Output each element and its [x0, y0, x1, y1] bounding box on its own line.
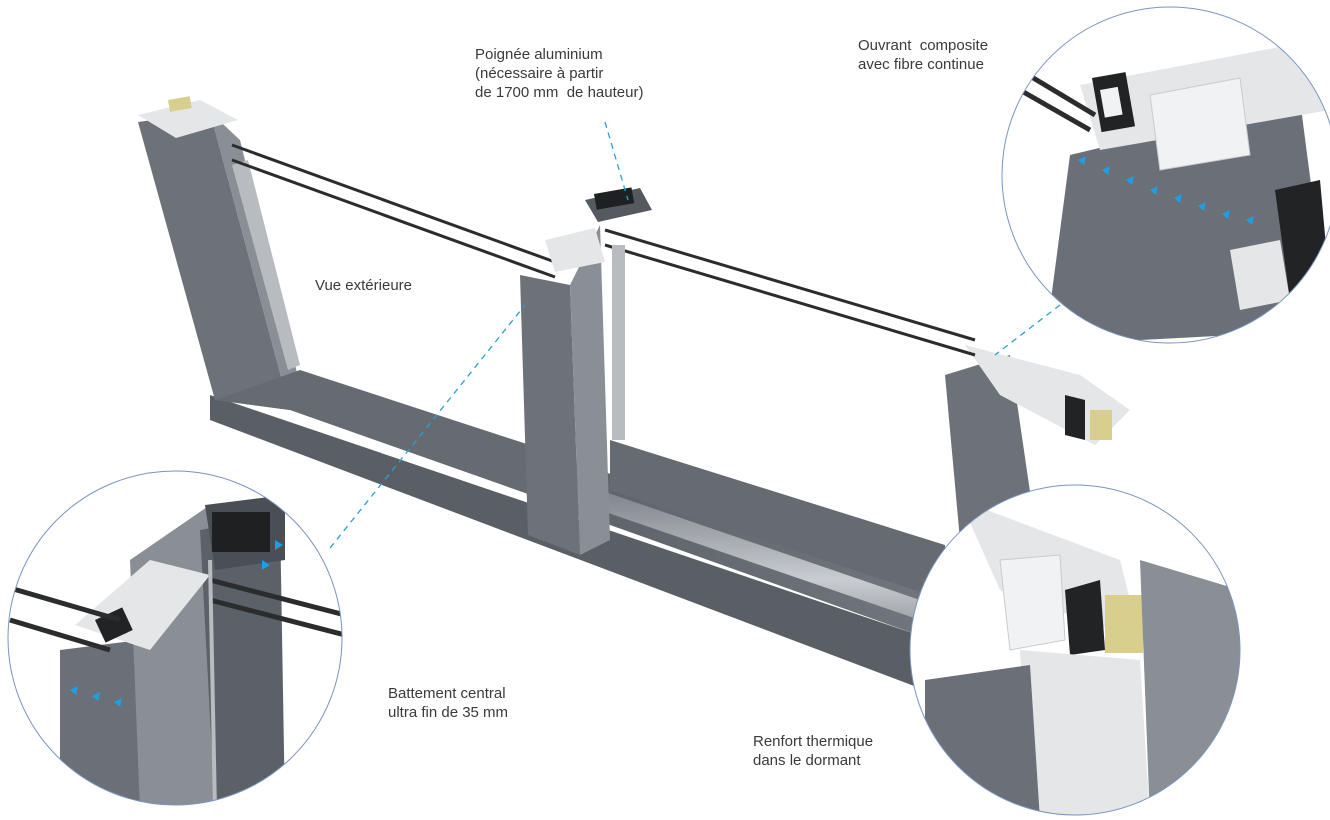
label-exterior: Vue extérieure	[315, 276, 412, 295]
right-gasket	[1065, 395, 1085, 440]
right-sash-pvc	[965, 345, 1130, 445]
left-glass-bead	[232, 160, 300, 370]
label-interlock-line-2: ultra fin de 35 mm	[388, 704, 509, 721]
label-interlock: Battement central ultra fin de 35 mm	[388, 684, 508, 722]
left-insulation	[168, 96, 192, 112]
right-glass-bead	[612, 245, 625, 440]
left-glass-top-edge	[231, 143, 556, 264]
right-glass-top-edge	[604, 228, 976, 342]
detail-circle-sash	[1001, 6, 1330, 344]
label-reinforcement-line-2: dans le dormant	[753, 752, 861, 769]
label-sash-line-1: Ouvrant composite	[858, 37, 989, 54]
right-sash-bottom-rail	[610, 440, 945, 600]
label-handle-line-3: de 1700 mm de hauteur)	[475, 84, 644, 101]
left-sash-top	[138, 100, 238, 138]
label-sash-line-2: avec fibre continue	[858, 56, 984, 73]
label-handle: Poignée aluminium (nécessaire à partir d…	[475, 45, 643, 102]
bottom-sill	[210, 395, 1110, 760]
central-interlock	[520, 275, 580, 555]
left-sash-bottom-rail	[215, 370, 545, 500]
label-reinforcement: Renfort thermique dans le dormant	[753, 732, 873, 770]
fibre-arrows	[1078, 156, 1254, 225]
detail-circle-reinforcement	[909, 484, 1241, 816]
label-handle-line-1: Poignée aluminium	[475, 46, 603, 63]
detail-circle-interlock	[7, 470, 343, 806]
right-insulation	[1090, 410, 1112, 440]
window-assembly	[138, 96, 1130, 760]
handle-profile-hollow	[594, 187, 635, 210]
leader-handle	[604, 121, 629, 201]
leader-sash	[994, 304, 1061, 356]
label-reinforcement-line-1: Renfort thermique	[753, 733, 874, 750]
left-sash-stile	[138, 112, 290, 410]
central-interlock-side	[570, 225, 610, 555]
label-interlock-line-1: Battement central	[388, 685, 506, 702]
leader-interlock	[329, 304, 526, 549]
central-pvc-insert	[545, 228, 605, 272]
label-handle-line-2: (nécessaire à partir	[475, 65, 604, 82]
interlock-arrows	[70, 540, 283, 707]
label-sash: Ouvrant composite avec fibre continue	[858, 36, 988, 74]
left-glass-top-edge-2	[231, 158, 556, 279]
right-glass-top-edge-2	[604, 243, 976, 357]
leader-lines	[329, 121, 1061, 549]
left-sash-inner	[210, 112, 300, 410]
label-exterior-line-1: Vue extérieure	[315, 277, 413, 294]
